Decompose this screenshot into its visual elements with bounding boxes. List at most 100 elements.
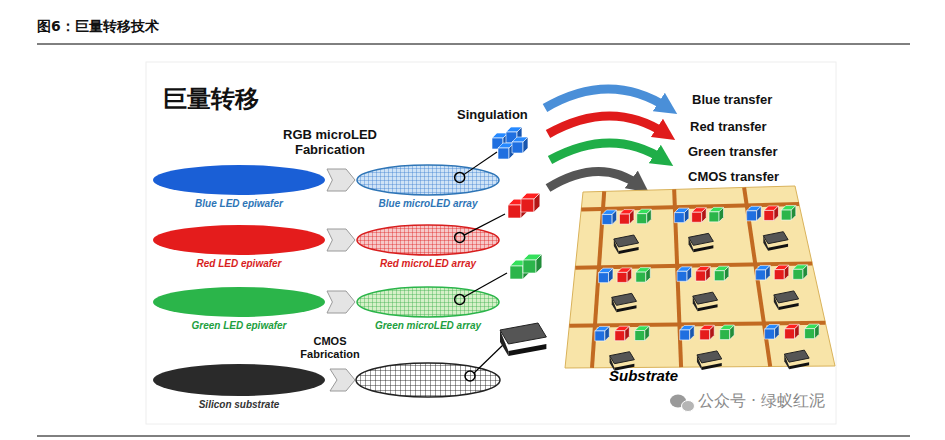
wafer-outline (153, 225, 325, 255)
transfer-arrow (548, 171, 640, 188)
led-chip (677, 267, 692, 282)
led-chip (774, 265, 789, 280)
transfer-label: CMOS transfer (688, 170, 779, 185)
wafer-label: Blue LED epiwafer (152, 198, 326, 210)
leader-dot (455, 294, 465, 304)
figure-frame (146, 62, 836, 424)
led-chip (793, 265, 808, 280)
led-chip (521, 193, 540, 212)
leader-dot (455, 232, 465, 242)
wafer-shape (152, 363, 326, 397)
led-chip (674, 208, 689, 223)
wafer-label: Red microLED array (356, 258, 500, 270)
led-chip (720, 325, 735, 340)
wafer-shape (152, 286, 326, 318)
leader-line (464, 273, 507, 297)
led-chip (764, 206, 779, 221)
wire-line (569, 323, 825, 326)
led-chip (595, 326, 610, 341)
wafer-ellipse: Green LED epiwafer (152, 286, 326, 332)
transfer-arrow (548, 116, 666, 134)
led-chip (523, 254, 542, 273)
led-chip (692, 208, 707, 223)
led-chip (635, 326, 650, 341)
cmos-chip (614, 235, 639, 254)
cmos-chip (689, 233, 714, 252)
wafer-shape (152, 224, 326, 256)
led-chip (709, 207, 724, 221)
wafer-outline (357, 225, 499, 255)
diagram-heading: 巨量转移 (163, 86, 259, 114)
wafer-shape (356, 286, 500, 318)
wafer-ellipse: Silicon substrate (152, 363, 326, 411)
wafer-ellipse: Green microLED array (356, 286, 500, 332)
process-label: Singulation (457, 108, 528, 123)
wafer-label: Blue microLED array (356, 198, 500, 210)
transfer-label: Green transfer (688, 145, 778, 160)
process-chevron (330, 369, 355, 391)
wafer-label: Red LED epiwafer (152, 258, 326, 270)
wafer-ellipse: Red microLED array (356, 224, 500, 270)
wire-line (581, 204, 799, 210)
led-chip (512, 137, 528, 153)
substrate-shape (565, 186, 837, 369)
transfer-label: Blue transfer (692, 93, 772, 108)
substrate-label: Substrate (609, 367, 837, 385)
led-chip (756, 265, 771, 280)
figure-title: 图6：巨量转移技术 (37, 18, 159, 34)
wafer-label: Green microLED array (356, 320, 500, 332)
cmos-chip (612, 293, 637, 312)
cmos-chip (500, 323, 546, 356)
process-chevron (327, 291, 355, 313)
wafer-ellipse: Blue microLED array (356, 164, 500, 210)
transfer-label: Red transfer (690, 120, 767, 135)
transfer-arrow (550, 143, 664, 160)
wafer-outline (153, 364, 325, 396)
cmos-chip (763, 232, 788, 251)
cmos-chip (697, 351, 722, 370)
wafer-label: Silicon substrate (152, 399, 326, 411)
led-chip (781, 206, 796, 221)
rule-line (37, 44, 910, 45)
led-chip (602, 210, 617, 225)
process-chevron (327, 229, 355, 251)
rule-line (37, 436, 910, 437)
cmos-chip (693, 292, 718, 311)
led-chip (680, 325, 695, 340)
wafer-label: Green LED epiwafer (152, 320, 326, 332)
led-chip (747, 206, 762, 221)
wafer-outline (153, 287, 325, 317)
led-chip (598, 268, 613, 283)
led-chip (696, 267, 711, 282)
led-chip (615, 326, 630, 341)
leader-dot (455, 172, 465, 182)
process-label: CMOS Fabrication (292, 335, 368, 360)
led-chip (765, 325, 780, 340)
wafer-outline (357, 287, 499, 317)
led-chip (636, 268, 651, 283)
wafer-shape (152, 164, 326, 196)
led-chip (619, 210, 634, 225)
wafer-ellipse: Blue LED epiwafer (152, 164, 326, 210)
leader-line (464, 152, 497, 175)
wafer-outline (153, 165, 325, 195)
substrate-panel: Substrate (565, 186, 837, 385)
led-chip (637, 209, 652, 224)
leader-dot (465, 371, 475, 381)
cmos-chip (784, 350, 809, 369)
led-chip (714, 266, 729, 281)
cmos-chip (774, 291, 799, 310)
substrate-plane (565, 186, 835, 368)
wafer-shape (356, 224, 500, 256)
led-chip (498, 143, 514, 159)
wechat-icon (682, 401, 695, 412)
leader-line (464, 214, 505, 235)
leader-line (474, 343, 505, 373)
led-chip (700, 325, 715, 340)
process-label: RGB microLED Fabrication (268, 128, 392, 158)
watermark: 公众号 · 绿蚁红泥 (698, 392, 825, 410)
wafer-outline (357, 165, 499, 195)
led-chip (785, 324, 800, 339)
